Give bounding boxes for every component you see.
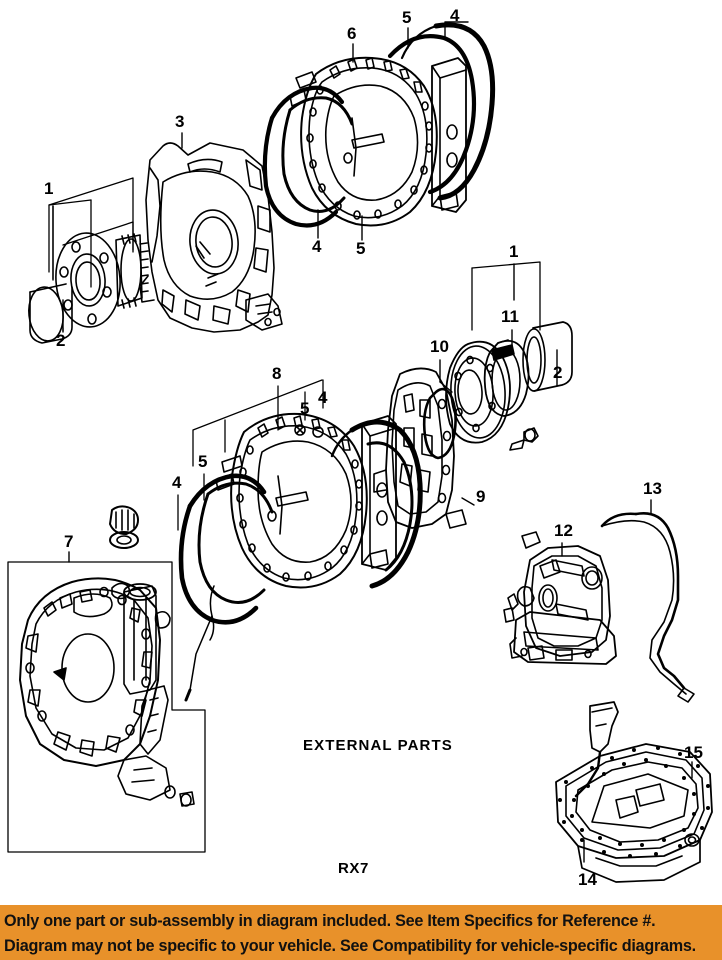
callout-2-left: 2 [56, 331, 66, 350]
callout-5-mid: 5 [356, 239, 366, 258]
callout-9: 9 [476, 487, 486, 506]
callout-4-low1: 4 [172, 473, 182, 492]
callout-2-right: 2 [553, 363, 563, 382]
diagram-model-label: RX7 [338, 860, 369, 877]
pulley-assembly-group [28, 177, 149, 344]
callout-14: 14 [578, 870, 597, 889]
footer-disclaimer-banner: Only one part or sub-assembly in diagram… [0, 905, 722, 960]
callout-10: 10 [430, 337, 449, 356]
front-rotor-housing-group [262, 21, 496, 241]
callout-11: 11 [501, 307, 519, 326]
oil-pan-group [555, 701, 713, 883]
callout-13: 13 [643, 479, 662, 498]
oil-pump-group [503, 531, 617, 665]
callout-1-right: 1 [509, 242, 519, 261]
footer-line-1: Only one part or sub-assembly in diagram… [4, 912, 656, 930]
callout-5-top: 5 [402, 8, 412, 27]
eccentric-shaft-group [422, 261, 573, 460]
callout-8: 8 [272, 364, 282, 383]
callout-5-low1: 5 [198, 452, 208, 471]
callout-5-low2: 5 [300, 399, 310, 418]
callout-1-left: 1 [44, 179, 54, 198]
callout-4-low2: 4 [318, 388, 328, 407]
rear-housing-group [373, 367, 475, 529]
callout-15: 15 [684, 743, 703, 762]
rear-cover-plate-group [7, 551, 206, 853]
dipstick-group [600, 499, 695, 703]
front-housing-group [139, 132, 283, 333]
callout-12: 12 [554, 521, 573, 540]
callout-6: 6 [347, 24, 357, 43]
callout-4-mid: 4 [312, 237, 322, 256]
footer-line-2: Diagram may not be specific to your vehi… [4, 937, 696, 955]
rear-rotor-housing-group [177, 379, 423, 702]
callout-7: 7 [64, 532, 74, 551]
callout-4-top: 4 [450, 6, 460, 25]
oil-filler-cap-group [109, 505, 139, 549]
callout-3: 3 [175, 112, 185, 131]
diagram-title: EXTERNAL PARTS [303, 737, 453, 754]
